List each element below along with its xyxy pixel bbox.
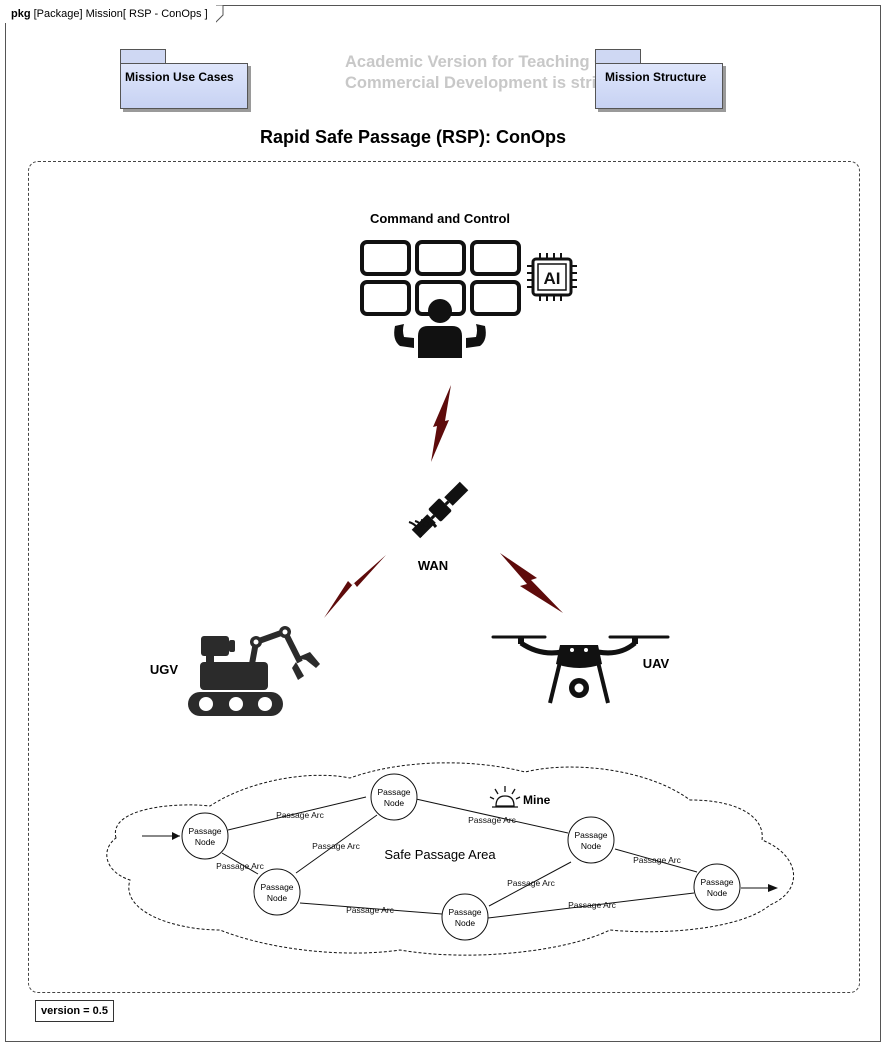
passage-node-line2: Node: [581, 841, 602, 851]
lightning-link-wan-ugv: [324, 555, 386, 618]
passage-node[interactable]: Passage Node: [567, 816, 615, 864]
ugv-label: UGV: [150, 662, 179, 677]
frame-title: pkg [Package] Mission[ RSP - ConOps ]: [5, 5, 216, 23]
passage-node[interactable]: Passage Node: [253, 868, 301, 916]
uav-label: UAV: [643, 656, 670, 671]
ai-chip-label: AI: [544, 269, 561, 288]
passage-arc-label: Passage Arc: [276, 810, 324, 820]
passage-node-line2: Node: [267, 893, 288, 903]
version-tag: version = 0.5: [35, 1000, 114, 1022]
passage-node-line2: Node: [707, 888, 728, 898]
safe-passage-area[interactable]: Safe Passage Area Passage Arc Passage Ar…: [106, 762, 795, 956]
mine-label: Mine: [523, 793, 551, 807]
passage-node-line2: Node: [455, 918, 476, 928]
passage-arc-label: Passage Arc: [468, 815, 516, 825]
uav-node[interactable]: UAV: [491, 635, 670, 704]
passage-node-line1: Passage: [574, 830, 607, 840]
mine-marker[interactable]: Mine: [489, 786, 551, 808]
safe-passage-cloud: [106, 762, 795, 956]
passage-arcs: [142, 796, 772, 919]
exit-arrowhead: [768, 884, 778, 892]
package-diagram-frame: [5, 5, 881, 1042]
command-and-control[interactable]: Command and Control: [360, 211, 577, 358]
passage-node[interactable]: Passage Node: [693, 863, 741, 911]
uav-drone-icon: [491, 635, 670, 704]
command-and-control-label: Command and Control: [370, 211, 510, 226]
passage-node-line1: Passage: [260, 882, 293, 892]
passage-node-line1: Passage: [377, 787, 410, 797]
passage-node[interactable]: Passage Node: [370, 773, 418, 821]
passage-node-line1: Passage: [188, 826, 221, 836]
frame-label: [Package] Mission[ RSP - ConOps ]: [33, 8, 208, 20]
wan-node[interactable]: WAN: [408, 480, 470, 573]
passage-arc-label: Passage Arc: [633, 855, 681, 865]
satellite-icon: [408, 481, 469, 539]
passage-node[interactable]: Passage Node: [181, 812, 229, 860]
passage-arc-label: Passage Arc: [346, 905, 394, 915]
ugv-robot-icon: [188, 626, 320, 716]
diagram-title: Rapid Safe Passage (RSP): ConOps: [259, 127, 567, 147]
passage-node[interactable]: Passage Node: [441, 893, 489, 941]
mine-icon: [489, 786, 521, 808]
operator-icon: [394, 299, 486, 358]
passage-arc-label: Passage Arc: [507, 878, 555, 888]
package-label: Mission Use Cases: [120, 63, 248, 109]
entry-arrowhead: [172, 832, 180, 840]
passage-arc-label: Passage Arc: [216, 861, 264, 871]
package-label: Mission Structure: [595, 63, 723, 109]
frame-kind: pkg: [11, 8, 31, 20]
passage-node-line2: Node: [384, 798, 405, 808]
wan-label: WAN: [418, 558, 448, 573]
safe-passage-area-label: Safe Passage Area: [384, 847, 496, 862]
passage-node-line2: Node: [195, 837, 216, 847]
ai-chip-icon: AI: [527, 253, 577, 301]
passage-arc-label: Passage Arc: [568, 900, 616, 910]
passage-arc-label: Passage Arc: [312, 841, 360, 851]
passage-node-line1: Passage: [448, 907, 481, 917]
passage-node-line1: Passage: [700, 877, 733, 887]
watermark-line-1: Academic Version for Teaching Only: [345, 53, 631, 71]
lightning-link-wan-uav: [500, 553, 563, 613]
ugv-node[interactable]: UGV: [150, 626, 320, 716]
lightning-link-c2-wan: [431, 385, 451, 462]
conops-boundary: [28, 161, 860, 993]
